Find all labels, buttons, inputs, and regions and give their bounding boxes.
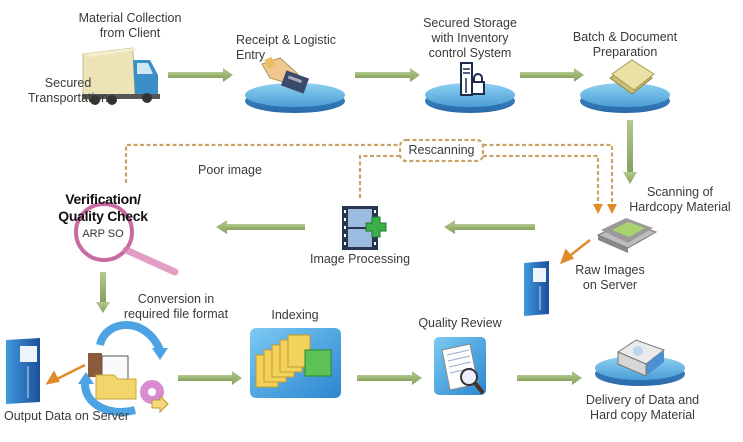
label-raw-images: Raw Images on Server [565,263,655,293]
rescan-loops [124,138,614,204]
orange-arrows [45,239,591,385]
text: Scanning of Hardcopy Material [629,185,731,214]
server-icon-raw [524,261,549,316]
label-batch-preparation: Batch & Document Preparation [560,30,690,60]
arrow-indexing-to-review [357,371,422,385]
text: Receipt & Logistic Entry [236,33,337,62]
text: Image Processing [309,252,411,266]
arrow-scanning-to-processing [444,220,535,234]
arrow-receipt-to-storage [355,68,420,82]
label-secured-storage: Secured Storage with Inventory control S… [405,16,535,61]
hand-card-icon [261,56,310,94]
label-receipt-logistic: Receipt & Logistic Entry [236,33,336,63]
text: Quality Review [418,316,502,330]
platter-batch [580,83,670,113]
label-delivery: Delivery of Data and Hard copy Material [580,393,705,423]
arrow-conversion-to-indexing [178,371,242,385]
flow-arrows [96,68,637,385]
arrow-processing-to-verification [216,220,305,234]
arrow-review-to-delivery [517,371,582,385]
arrow-storage-to-batch [520,68,584,82]
label-material-collection: Material Collection from Client [60,11,200,41]
text: Output Data on Server [4,409,130,423]
label-indexing: Indexing [260,308,330,323]
rescan-arrowhead-1 [593,204,603,214]
label-rescanning: Rescanning [400,143,483,158]
magnifier-icon [74,202,179,276]
label-image-processing: Image Processing [300,252,420,267]
arrow-collection-to-receipt [168,68,233,82]
film-plus-icon [342,206,387,250]
document-magnifier-icon [434,337,486,395]
text: Conversion in required file format [123,292,229,321]
truck-icon [82,47,160,105]
text: Rescanning [408,143,475,157]
server-lock-icon [460,62,485,96]
label-verification: Verification/ Quality Check [48,191,158,225]
label-secured-transportation: Secured Transportation [28,76,108,106]
rescanning-box [398,138,485,163]
text: Poor image [198,163,262,177]
rescan-loop-inner [358,154,600,204]
text: Batch & Document Preparation [572,30,678,59]
folders-icon [250,328,341,398]
rescan-arrowhead-2 [607,204,617,214]
scanner-icon [596,218,658,253]
server-icon-output [6,338,40,404]
label-conversion: Conversion in required file format [112,292,240,322]
text: Verification/ Quality Check [58,191,148,224]
text: Secured Transportation [28,76,109,105]
label-poor-image: Poor image [190,163,270,178]
document-stack-icon [609,59,655,95]
text: Delivery of Data and Hard copy Material [585,393,700,422]
label-arp-so: ARP SO [78,227,128,242]
label-scanning: Scanning of Hardcopy Material [625,185,735,215]
text: Indexing [271,308,319,322]
text: Raw Images on Server [575,263,645,292]
label-output-data: Output Data on Server [4,409,129,424]
arrow-verification-to-conversion [96,272,110,313]
label-quality-review: Quality Review [410,316,510,331]
platter-receipt [245,83,345,113]
arrow-batch-to-scanning [623,120,637,184]
rescan-loop-outer [124,143,614,204]
text: ARP SO [82,228,124,240]
convert-icon [78,321,169,416]
text: Secured Storage with Inventory control S… [423,16,517,60]
text: Material Collection from Client [78,11,182,40]
drive-icon [616,339,666,377]
